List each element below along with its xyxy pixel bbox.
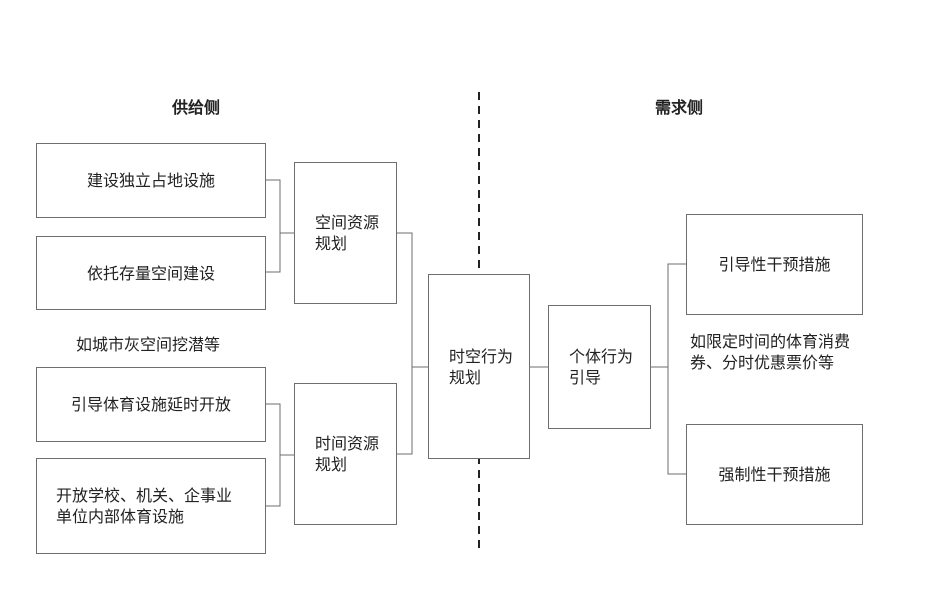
box-time-planning: 时间资源 规划 — [294, 383, 397, 525]
box-spatiotemporal-planning-line2: 规划 — [449, 367, 482, 387]
box-spatiotemporal-planning: 时空行为 规划 — [428, 274, 530, 459]
box-independent-facilities-label: 建设独立占地设施 — [86, 171, 215, 190]
box-individual-guidance: 个体行为 引导 — [548, 305, 651, 429]
box-individual-guidance-line1: 个体行为 — [569, 347, 634, 366]
note-gray-space: 如城市灰空间挖潜等 — [76, 335, 221, 354]
supply-heading: 供给侧 — [172, 98, 221, 117]
box-space-planning: 空间资源 规划 — [294, 162, 397, 304]
box-individual-guidance-line2: 引导 — [569, 368, 602, 387]
connector-time — [266, 403, 281, 507]
box-soft-intervention: 引导性干预措施 — [686, 214, 863, 315]
connector-space — [266, 179, 281, 273]
box-time-planning-line2: 规划 — [315, 455, 348, 474]
box-extended-hours: 引导体育设施延时开放 — [36, 367, 266, 442]
box-soft-intervention-label: 引导性干预措施 — [718, 255, 831, 274]
box-extended-hours-label: 引导体育设施延时开放 — [70, 395, 231, 414]
box-space-planning-line2: 规划 — [315, 234, 348, 253]
box-hard-intervention-label: 强制性干预措施 — [718, 465, 831, 484]
note-consumption-vouchers-line1: 如限定时间的体育消费 — [690, 332, 851, 351]
note-consumption-vouchers: 如限定时间的体育消费 券、分时优惠票价等 — [690, 331, 850, 373]
box-time-planning-line1: 时间资源 — [315, 434, 380, 453]
note-consumption-vouchers-line2: 券、分时优惠票价等 — [690, 353, 835, 372]
connector-measures — [667, 263, 686, 475]
box-open-internal-facilities-line2: 单位内部体育设施 — [56, 507, 185, 526]
box-space-planning-line1: 空间资源 — [315, 213, 380, 232]
connector-plans — [397, 232, 413, 455]
box-hard-intervention: 强制性干预措施 — [686, 424, 863, 525]
box-spatiotemporal-planning-line1: 时空行为 — [449, 346, 514, 366]
box-existing-space: 依托存量空间建设 — [36, 236, 266, 310]
box-open-internal-facilities: 开放学校、机关、企事业 单位内部体育设施 — [36, 458, 266, 554]
demand-heading: 需求侧 — [655, 98, 704, 117]
box-open-internal-facilities-line1: 开放学校、机关、企事业 — [56, 486, 233, 505]
box-existing-space-label: 依托存量空间建设 — [86, 263, 215, 283]
box-independent-facilities: 建设独立占地设施 — [36, 143, 266, 218]
